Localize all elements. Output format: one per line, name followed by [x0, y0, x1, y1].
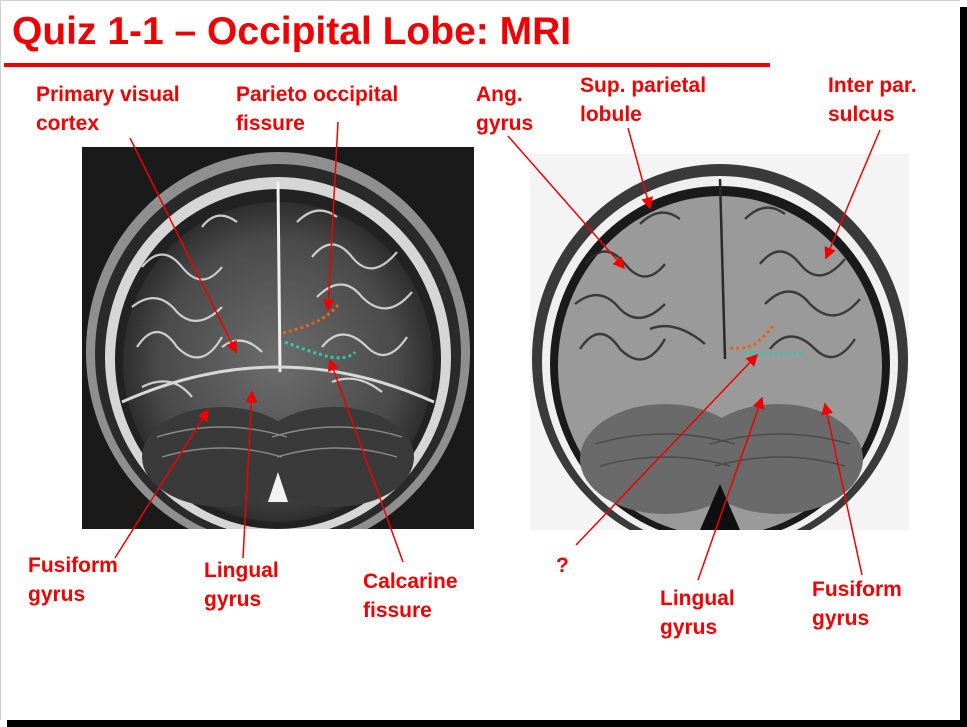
mri-right-t1-coronal	[530, 154, 909, 530]
label-primary-visual-cortex: Primary visual cortex	[36, 83, 180, 135]
label-lingual-gyrus-left: Lingual gyrus	[204, 559, 279, 611]
label-fusiform-gyrus-left: Fusiform gyrus	[28, 554, 118, 606]
label-question: ?	[556, 554, 569, 577]
mri-left-t2-coronal	[82, 147, 474, 529]
label-calcarine-fissure: Calcarine fissure	[363, 570, 458, 622]
slide-title: Quiz 1-1 – Occipital Lobe: MRI	[12, 10, 572, 53]
label-lingual-gyrus-right: Lingual gyrus	[660, 587, 735, 639]
label-angular-gyrus: Ang. gyrus	[476, 83, 534, 135]
label-inter-parietal-sulcus: Inter par. sulcus	[828, 74, 917, 126]
title-underline	[4, 63, 770, 67]
label-fusiform-gyrus-right: Fusiform gyrus	[812, 578, 902, 630]
label-parieto-occipital-fissure: Parieto occipital fissure	[236, 83, 399, 135]
label-superior-parietal-lobule: Sup. parietal lobule	[580, 74, 707, 126]
